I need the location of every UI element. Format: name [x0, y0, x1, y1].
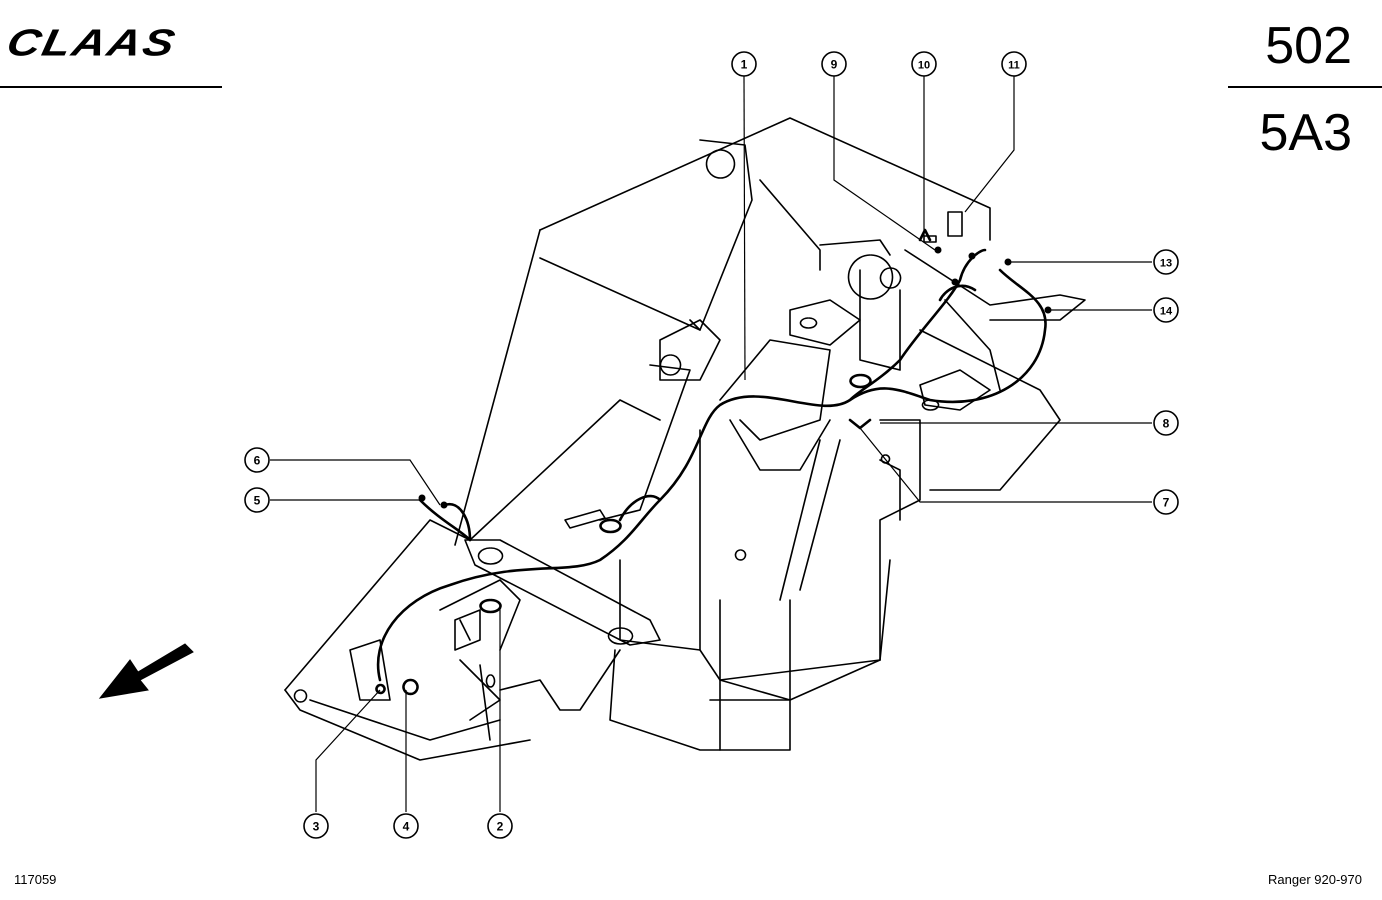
wiring-harness — [375, 228, 1047, 696]
callout-label-4: 4 — [403, 820, 410, 834]
callout-label-6: 6 — [254, 454, 261, 468]
callout-label-9: 9 — [831, 58, 838, 72]
model-range: Ranger 920-970 — [1268, 872, 1362, 887]
callout-label-3: 3 — [313, 820, 320, 834]
callout-7: 7 — [1153, 489, 1179, 515]
callout-6: 6 — [244, 447, 270, 473]
main-chassis-outline — [469, 319, 921, 751]
callout-label-11: 11 — [1008, 60, 1020, 72]
callout-9: 9 — [821, 51, 847, 77]
sensor-box-11 — [947, 211, 963, 237]
callout-2: 2 — [487, 813, 513, 839]
callout-14: 14 — [1153, 297, 1179, 323]
callout-label-10: 10 — [918, 60, 930, 72]
callout-5: 5 — [244, 487, 270, 513]
callout-4: 4 — [393, 813, 419, 839]
callout-10: 10 — [911, 51, 937, 77]
drawing-number: 117059 — [14, 872, 57, 887]
callout-label-14: 14 — [1160, 306, 1173, 318]
callout-3: 3 — [303, 813, 329, 839]
callout-label-1: 1 — [741, 58, 748, 72]
logo-underline — [0, 86, 222, 88]
connector-10 — [923, 235, 937, 243]
callout-label-2: 2 — [497, 820, 504, 834]
arrow-down-left-icon — [98, 643, 194, 699]
callout-label-5: 5 — [254, 494, 261, 508]
callout-label-7: 7 — [1163, 496, 1170, 510]
rear-frame-outline — [454, 117, 1086, 546]
page-code: 502 — [1265, 17, 1352, 75]
front-frame-outline — [284, 519, 621, 761]
harness-clip-points — [418, 246, 1052, 509]
callout-label-13: 13 — [1160, 258, 1172, 270]
callout-8: 8 — [1153, 410, 1179, 436]
callout-label-8: 8 — [1163, 417, 1170, 431]
leader-lines — [270, 75, 1152, 812]
callout-13: 13 — [1153, 249, 1179, 275]
cross-member-outline — [464, 509, 661, 646]
group-code: 5A3 — [1259, 104, 1352, 162]
callout-11: 11 — [1001, 51, 1027, 77]
code-divider — [1228, 86, 1382, 88]
callout-balloons: 1 2 3 4 5 6 7 8 9 10 11 13 14 — [244, 51, 1179, 839]
callout-1: 1 — [731, 51, 757, 77]
